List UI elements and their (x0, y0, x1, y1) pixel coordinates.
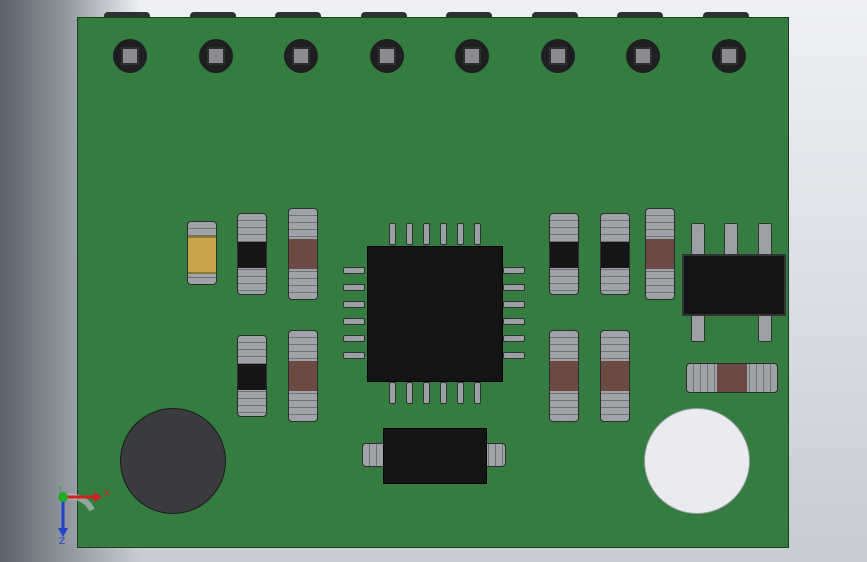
edge-tab (532, 12, 578, 20)
ic-pin (343, 352, 365, 359)
resistor-r6[interactable] (686, 363, 778, 393)
header-pad-7[interactable] (626, 39, 660, 73)
resistor-r5[interactable] (600, 330, 630, 422)
z-axis-label: Z (59, 537, 65, 546)
header-pad-4[interactable] (370, 39, 404, 73)
led-component[interactable] (187, 221, 217, 285)
edge-tab (446, 12, 492, 20)
edge-tab (104, 12, 150, 20)
ic-pin (503, 352, 525, 359)
header-pad-3[interactable] (284, 39, 318, 73)
ic-pin (503, 267, 525, 274)
ic-pin (343, 267, 365, 274)
sot-pin (724, 223, 738, 257)
capacitor-c3[interactable] (549, 213, 579, 295)
ic-pin (457, 382, 464, 404)
ic-pin (343, 284, 365, 291)
y-axis-dot (58, 492, 68, 502)
header-pad-2[interactable] (199, 39, 233, 73)
edge-tab (703, 12, 749, 20)
mounting-hole-right[interactable] (644, 408, 750, 514)
x-axis-label: X (104, 489, 110, 499)
edge-tab (190, 12, 236, 20)
header-pad-8[interactable] (712, 39, 746, 73)
ic-pin (343, 301, 365, 308)
ic-pin (503, 284, 525, 291)
edge-tab (617, 12, 663, 20)
pcb-board[interactable] (77, 17, 789, 548)
sot-pin (691, 223, 705, 257)
resistor-r4[interactable] (549, 330, 579, 422)
ic-pin (343, 335, 365, 342)
axis-triad: X Y Z (57, 486, 110, 546)
header-pad-6[interactable] (541, 39, 575, 73)
ic-pin (440, 223, 447, 245)
ic-pin (423, 223, 430, 245)
ic-pin (503, 318, 525, 325)
resistor-r1[interactable] (288, 208, 318, 300)
ic-pin (343, 318, 365, 325)
header-pad-5[interactable] (455, 39, 489, 73)
ic-pin (440, 382, 447, 404)
header-pad-1[interactable] (113, 39, 147, 73)
resistor-r3[interactable] (645, 208, 675, 300)
sot-pin (758, 223, 772, 257)
y-axis-label: Y (57, 486, 63, 493)
diode-component[interactable] (383, 428, 487, 484)
ic-pin (406, 382, 413, 404)
ic-pin (389, 382, 396, 404)
ic-pin (406, 223, 413, 245)
ic-pin (389, 223, 396, 245)
capacitor-c2[interactable] (237, 335, 267, 417)
ic-pin (503, 335, 525, 342)
capacitor-c1[interactable] (237, 213, 267, 295)
mounting-hole-left[interactable] (120, 408, 226, 514)
resistor-r2[interactable] (288, 330, 318, 422)
ic-main-chip[interactable] (367, 246, 503, 382)
ic-pin (457, 223, 464, 245)
edge-tab (275, 12, 321, 20)
ic-sot-chip[interactable] (682, 254, 786, 316)
edge-tab (361, 12, 407, 20)
ic-pin (423, 382, 430, 404)
ic-pin (503, 301, 525, 308)
capacitor-c4[interactable] (600, 213, 630, 295)
ic-pin (474, 382, 481, 404)
ic-pin (474, 223, 481, 245)
